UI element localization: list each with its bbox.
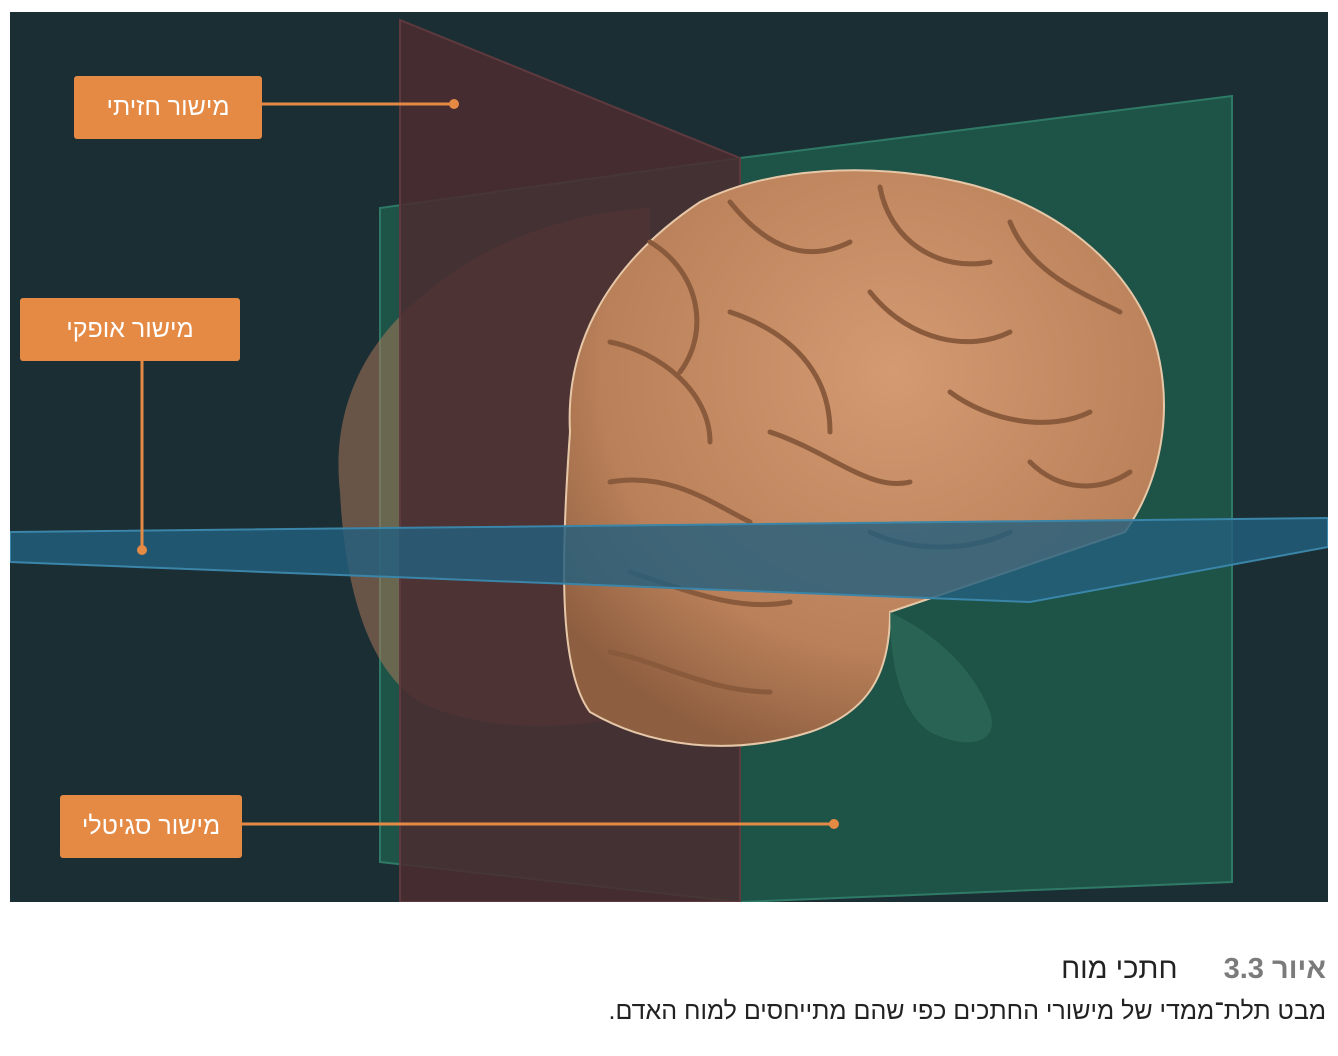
caption-title: חתכי מוח (1061, 953, 1178, 985)
brain-planes-illustration: מישור חזיתי מישור אופקי מישור סגיטלי (10, 12, 1328, 902)
sagittal-leader-dot (829, 819, 839, 829)
illustration-canvas (10, 18, 1328, 902)
horizontal-leader-dot (137, 545, 147, 555)
horizontal-plane (10, 516, 1328, 604)
brain-front-half (563, 169, 1165, 747)
coronal-plane-label: מישור חזיתי (74, 76, 262, 139)
caption-title-line: איור 3.3 חתכי מוח (26, 950, 1326, 988)
sagittal-plane-label: מישור סגיטלי (60, 795, 242, 858)
horizontal-plane-label: מישור אופקי (20, 298, 240, 361)
figure-number: 3.3 (1223, 953, 1264, 985)
figure-word: איור (1272, 953, 1326, 985)
caption-text: מבט תלת־ממדי של מישורי החתכים כפי שהם מת… (608, 997, 1327, 1025)
leader-lines (137, 99, 839, 829)
coronal-leader-dot (449, 99, 459, 109)
figure-caption: איור 3.3 חתכי מוח מבט תלת־ממדי של מישורי… (26, 950, 1327, 1028)
